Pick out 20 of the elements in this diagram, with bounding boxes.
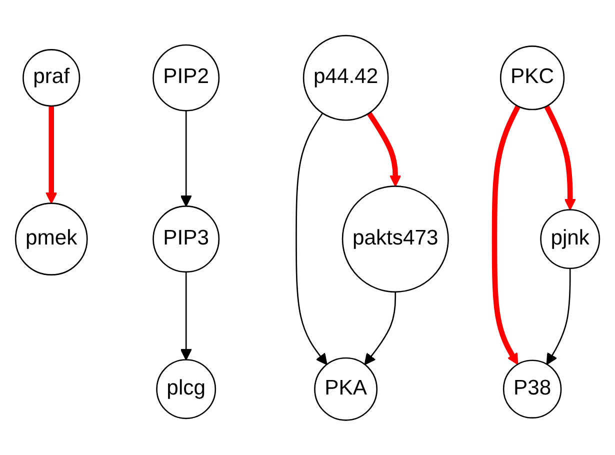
arrow (546, 268, 571, 364)
node-circle: pjnk (540, 208, 600, 269)
node-circle: pmek (14, 202, 88, 276)
arrow (492, 104, 520, 364)
node-circle: pakts473 (342, 185, 449, 292)
node-circle: PKA (314, 356, 378, 420)
arrow (366, 111, 402, 186)
arrow (180, 272, 192, 360)
arrow (544, 104, 576, 210)
arrow (180, 110, 192, 206)
node-circle: P38 (502, 359, 562, 418)
node-circle: PKC (500, 45, 565, 110)
arrow (364, 292, 396, 365)
node-circle: PIP2 (152, 44, 220, 111)
node-circle: p44.42 (302, 34, 389, 120)
node-circle: praf (22, 48, 80, 106)
node-circle: plcg (156, 358, 216, 419)
arrow (296, 112, 328, 365)
node-circle: PIP3 (152, 205, 220, 272)
arrow (46, 106, 58, 204)
